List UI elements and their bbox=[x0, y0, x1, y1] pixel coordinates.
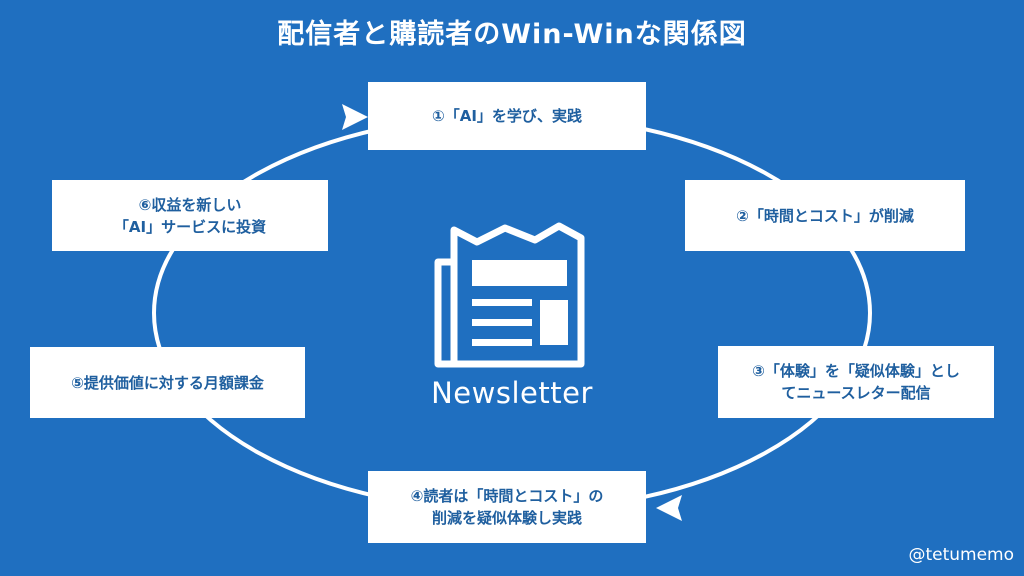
headline-block bbox=[472, 260, 567, 286]
step-6-line-1: ⑥収益を新しい bbox=[138, 195, 242, 214]
text-line bbox=[472, 319, 532, 326]
step-2-line-1: ②「時間とコスト」が削減 bbox=[736, 206, 914, 225]
author-credit: @tetumemo bbox=[908, 545, 1014, 565]
text-line bbox=[472, 339, 532, 346]
step-3-box: ③「体験」を「疑似体験」とし てニュースレター配信 bbox=[718, 346, 994, 418]
step-6-box: ⑥収益を新しい 「AI」サービスに投資 bbox=[52, 180, 328, 251]
diagram-title: 配信者と購読者のWin-Winな関係図 bbox=[277, 19, 747, 50]
newsletter-label: Newsletter bbox=[431, 376, 593, 410]
step-4-line-2: 削減を疑似体験し実践 bbox=[431, 509, 582, 527]
step-3-line-2: てニュースレター配信 bbox=[781, 384, 931, 402]
step-1-line-1: ①「AI」を学び、実践 bbox=[432, 107, 582, 125]
step-3-line-1: ③「体験」を「疑似体験」とし bbox=[752, 362, 960, 380]
step-5-box: ⑤提供価値に対する月額課金 bbox=[30, 347, 305, 418]
newspaper-icon bbox=[434, 222, 585, 368]
arrow-head-bottom bbox=[656, 495, 682, 521]
image-block bbox=[540, 300, 568, 345]
arrow-head-top bbox=[342, 104, 368, 130]
step-5-line-1: ⑤提供価値に対する月額課金 bbox=[71, 373, 264, 392]
step-4-line-1: ④読者は「時間とコスト」の bbox=[410, 487, 604, 505]
step-6-line-2: 「AI」サービスに投資 bbox=[113, 217, 267, 236]
text-line bbox=[472, 299, 532, 306]
step-4-box: ④読者は「時間とコスト」の 削減を疑似体験し実践 bbox=[368, 471, 646, 543]
step-2-box: ②「時間とコスト」が削減 bbox=[685, 180, 965, 251]
step-1-box: ①「AI」を学び、実践 bbox=[368, 82, 646, 150]
